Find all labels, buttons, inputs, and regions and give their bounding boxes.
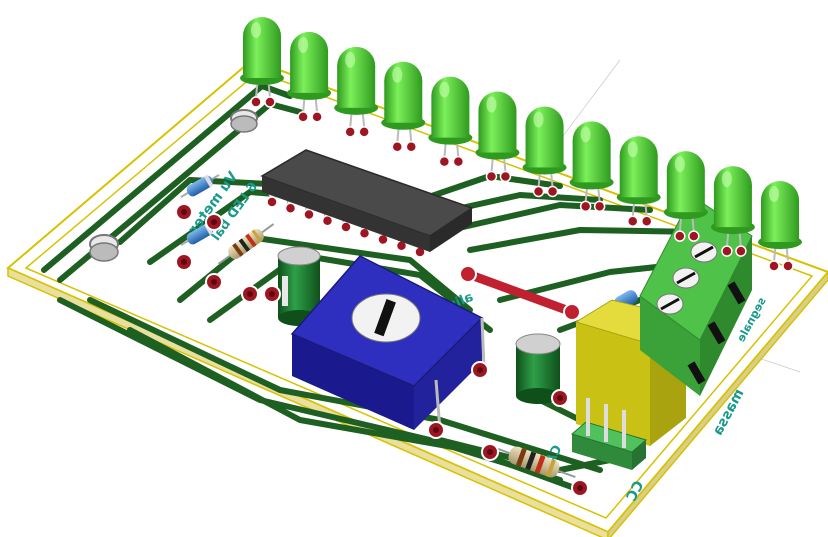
led-icon bbox=[475, 91, 520, 183]
led-icon bbox=[240, 17, 284, 108]
ic-pad bbox=[303, 208, 315, 221]
pin-header-icon bbox=[570, 398, 648, 470]
pad-hole bbox=[211, 279, 217, 285]
ic-pad bbox=[321, 215, 334, 227]
screw-slot bbox=[660, 297, 680, 311]
pad-hole bbox=[433, 427, 439, 433]
ic-pad bbox=[284, 202, 297, 214]
trimmer-icon bbox=[290, 255, 486, 431]
led-icon bbox=[758, 181, 802, 272]
red-jumper-track bbox=[459, 265, 581, 321]
screw-slot bbox=[694, 245, 714, 259]
led-icon bbox=[334, 46, 379, 138]
pad-hole bbox=[181, 259, 187, 265]
led-icon bbox=[663, 151, 708, 242]
led-icon bbox=[428, 76, 473, 168]
led-icon bbox=[710, 166, 755, 257]
screw-slot bbox=[676, 271, 696, 285]
led-icon bbox=[287, 31, 332, 123]
mount-hole-icon bbox=[89, 109, 258, 262]
pad-hole bbox=[577, 485, 583, 491]
led-icon bbox=[381, 61, 426, 153]
led-bar bbox=[240, 17, 802, 272]
pad-hole bbox=[477, 367, 483, 373]
pad-hole bbox=[487, 449, 493, 455]
resistor-icon bbox=[217, 223, 576, 478]
pad-hole bbox=[211, 219, 217, 225]
led-icon bbox=[569, 121, 614, 213]
ic-pad bbox=[340, 221, 352, 233]
led-icon bbox=[616, 136, 661, 228]
pad-hole bbox=[269, 291, 275, 297]
pad-hole bbox=[247, 291, 253, 297]
pad-hole bbox=[181, 209, 187, 215]
ic-pad bbox=[266, 196, 278, 208]
pad-hole bbox=[557, 395, 563, 401]
led-icon bbox=[522, 106, 567, 198]
solder-pads bbox=[175, 203, 589, 497]
ic-chip-icon bbox=[260, 149, 474, 258]
